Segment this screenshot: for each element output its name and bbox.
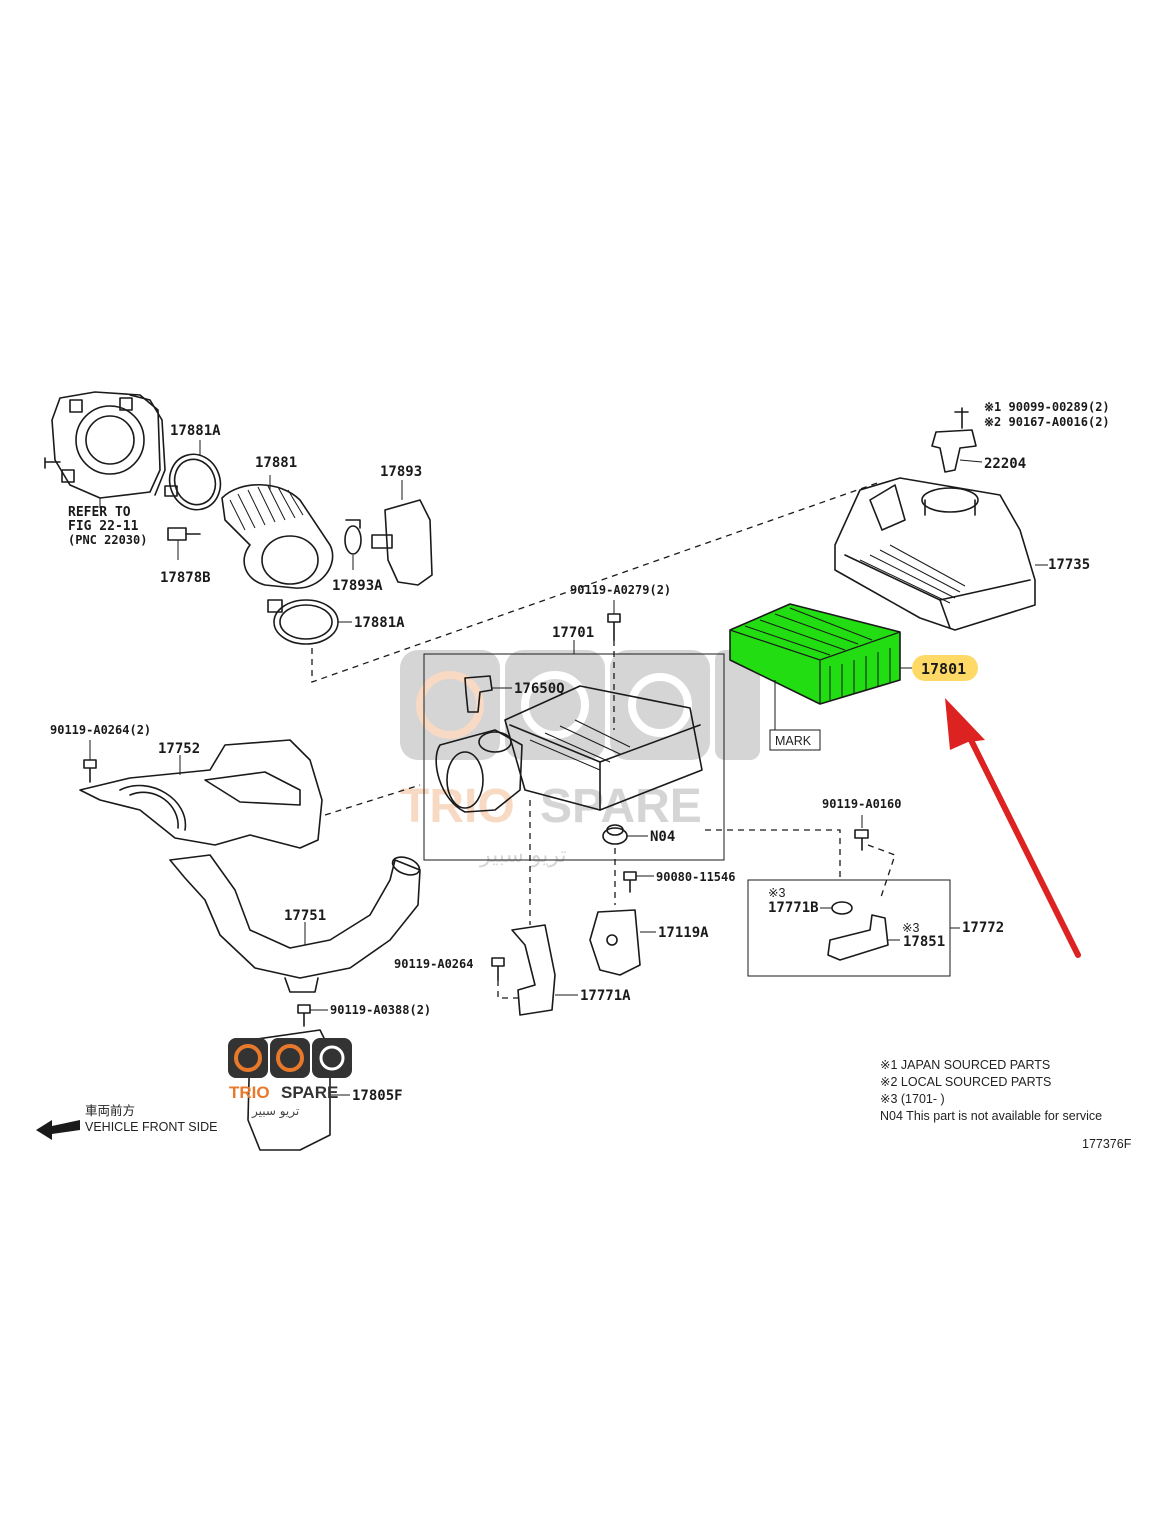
label-17751: 17751	[284, 908, 326, 924]
note-4: N04 This part is not available for servi…	[880, 1109, 1102, 1123]
dashed-connector-1	[311, 481, 881, 683]
figure-code: 177376F	[1082, 1137, 1132, 1151]
clamp-17881A-top	[164, 440, 222, 511]
bolt-90119-A0388	[297, 1004, 328, 1027]
label-22204: 22204	[984, 456, 1026, 472]
air-cleaner-cap-17735	[834, 477, 1048, 631]
watermark-logo: TRIO SPARE تريو سبير	[400, 650, 760, 868]
svg-text:تريو سبير: تريو سبير	[251, 1104, 299, 1119]
part-17878B	[167, 527, 201, 560]
note-1: ※1 JAPAN SOURCED PARTS	[880, 1058, 1050, 1072]
label-star3-a: ※3	[768, 886, 785, 900]
label-17881A-top: 17881A	[170, 423, 221, 439]
svg-text:SPARE: SPARE	[540, 780, 702, 833]
clamp-17881A-bottom	[267, 599, 352, 645]
refer-label-1: REFER TO	[68, 505, 131, 520]
label-17650Q: 17650Q	[514, 681, 565, 697]
label-17893: 17893	[380, 464, 422, 480]
label-17851: 17851	[903, 934, 945, 950]
refer-label-2: FIG 22-11	[68, 519, 139, 534]
label-17771B: 17771B	[768, 900, 819, 916]
bolt-90119-A0279	[607, 600, 621, 730]
part-17805F	[247, 1029, 350, 1151]
grommet-N04	[602, 824, 648, 845]
label-17752: 17752	[158, 741, 200, 757]
svg-text:SPARE: SPARE	[281, 1083, 338, 1102]
label-17701: 17701	[552, 625, 594, 641]
watermark-logo-small: TRIO SPARE تريو سبير	[228, 1038, 352, 1119]
callout-17801-highlight	[912, 655, 978, 681]
label-90119-A0279: 90119-A0279(2)	[570, 583, 671, 597]
label-90119-A0264: 90119-A0264	[394, 957, 473, 971]
label-17878B: 17878B	[160, 570, 211, 586]
refer-label-3: (PNC 22030)	[68, 533, 147, 547]
front-label-en: VEHICLE FRONT SIDE	[85, 1120, 217, 1134]
label-90119-A0160: 90119-A0160	[822, 797, 901, 811]
label-17893A: 17893A	[332, 578, 383, 594]
air-filter-17801	[729, 603, 901, 705]
intake-hose-17881	[221, 475, 334, 589]
resonator-17893	[371, 480, 433, 586]
label-90119-A0264-2: 90119-A0264(2)	[50, 723, 151, 737]
label-17881A-bottom: 17881A	[354, 615, 405, 631]
svg-text:تريو سبير: تريو سبير	[479, 843, 567, 868]
label-17119A: 17119A	[658, 925, 709, 941]
front-label-jp: 車両前方	[85, 1103, 135, 1118]
dashed-connector-3	[324, 784, 421, 816]
bolt-90119-A0264-2	[83, 740, 97, 783]
intake-duct-17752	[79, 739, 323, 849]
bolt-90080-11546	[614, 848, 654, 905]
label-17771A: 17771A	[580, 988, 631, 1004]
grommet-17771B	[820, 901, 853, 915]
intake-pipe-17751	[169, 854, 421, 993]
dashed-connector-2	[705, 829, 841, 880]
front-direction-arrow-icon	[36, 1120, 80, 1140]
bracket-17851	[827, 914, 900, 961]
part-17650Q	[464, 675, 512, 713]
label-N04: N04	[650, 829, 675, 845]
label-90080-11546: 90080-11546	[656, 870, 735, 884]
svg-text:TRIO: TRIO	[229, 1083, 270, 1102]
mark-box	[769, 729, 821, 751]
note-2: ※2 LOCAL SOURCED PARTS	[880, 1075, 1051, 1089]
label-star3-b: ※3	[902, 921, 919, 935]
label-17772: 17772	[962, 920, 1004, 936]
label-90119-A0388: 90119-A0388(2)	[330, 1003, 431, 1017]
bracket-17119A	[589, 909, 656, 976]
bolt-90119-A0160	[854, 815, 896, 901]
label-ref2: ※2 90167-A0016(2)	[984, 415, 1110, 429]
highlight-arrow	[945, 698, 1081, 958]
label-17805F: 17805F	[352, 1088, 403, 1104]
label-ref1: ※1 90099-00289(2)	[984, 400, 1110, 414]
sensor-22204	[931, 407, 983, 473]
bracket-17771A	[511, 924, 578, 1016]
bolt-90119-A0264	[491, 957, 520, 999]
label-mark: MARK	[775, 734, 812, 748]
label-17801: 17801	[921, 660, 966, 678]
note-3: ※3 (1701- )	[880, 1092, 945, 1106]
clamp-17893A	[344, 519, 362, 570]
throttle-body	[44, 391, 166, 508]
case-body-17701	[435, 685, 703, 813]
label-17881: 17881	[255, 455, 297, 471]
label-17735: 17735	[1048, 557, 1090, 573]
